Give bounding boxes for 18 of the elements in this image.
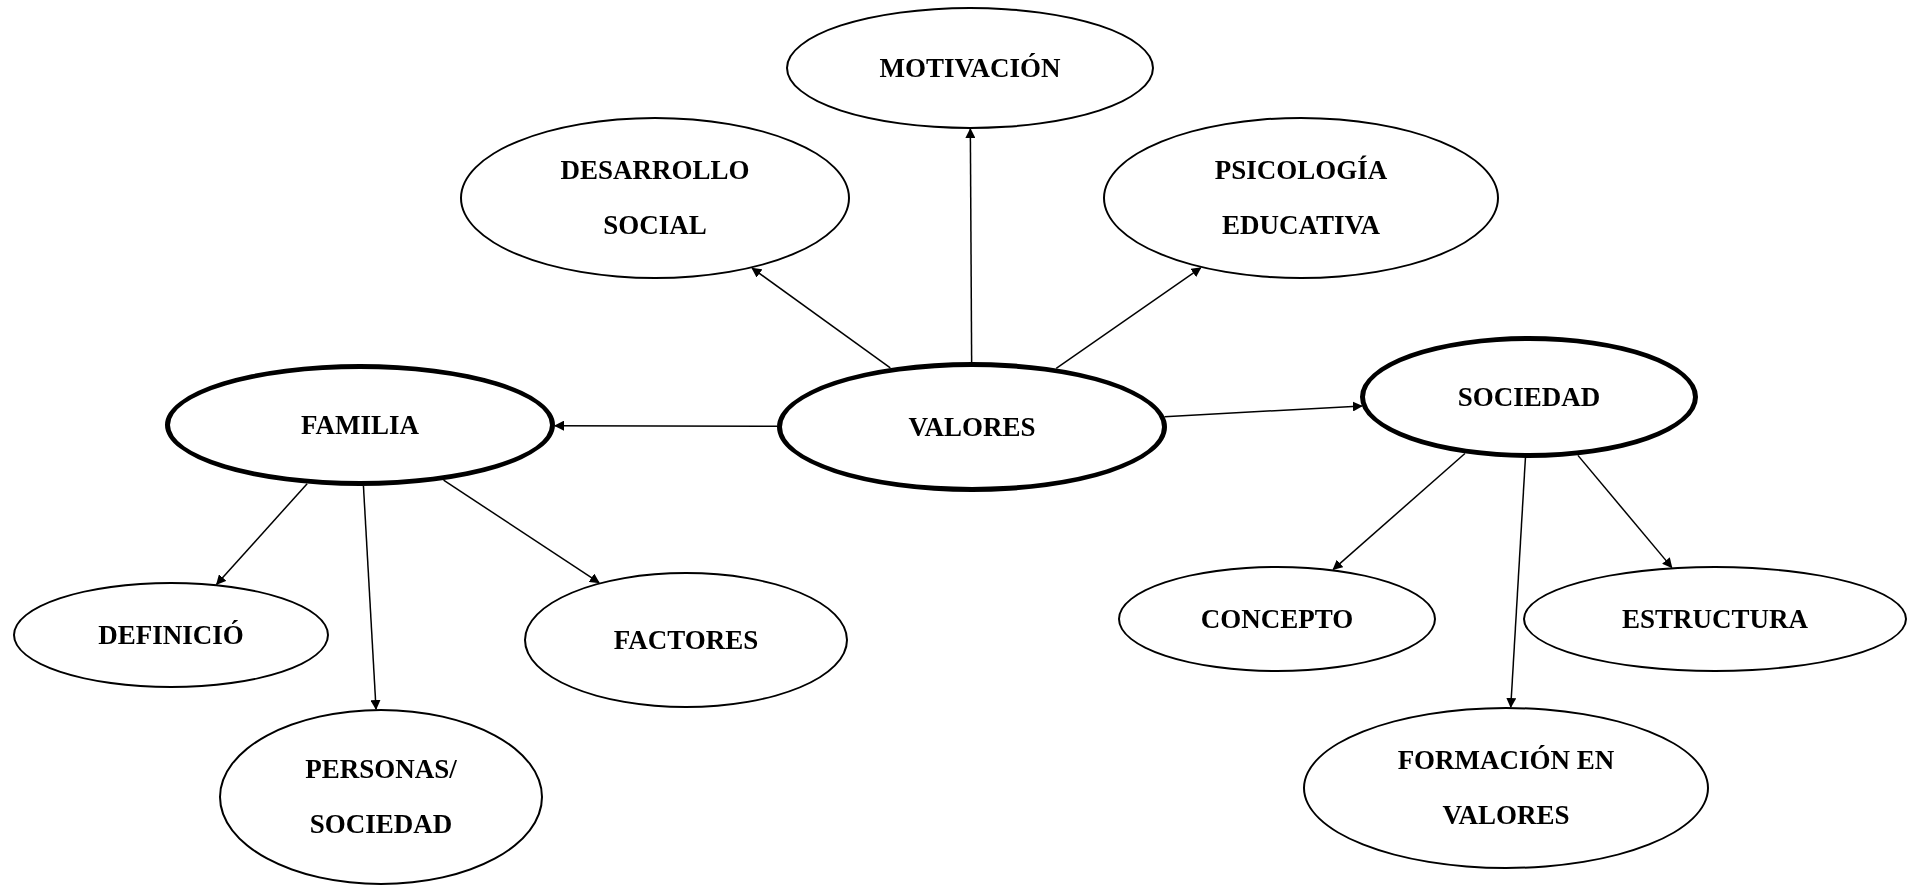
node-label: ESTRUCTURA xyxy=(1621,602,1808,636)
node-label: FAMILIA xyxy=(301,408,419,442)
node-label: DESARROLLO SOCIAL xyxy=(559,154,751,242)
arrow xyxy=(1506,457,1527,708)
arrow xyxy=(1055,267,1202,370)
node-label: FACTORES xyxy=(613,623,759,657)
node-label: PSICOLOGÍA EDUCATIVA xyxy=(1213,154,1389,242)
node-label: SOCIEDAD xyxy=(1457,380,1601,414)
node-label: DEFINICIÓ xyxy=(98,618,244,652)
arrow xyxy=(554,420,778,431)
node-label: PERSONAS/ SOCIEDAD xyxy=(304,753,458,841)
node-label: CONCEPTO xyxy=(1200,602,1354,636)
node-label: MOTIVACIÓN xyxy=(879,51,1061,85)
arrow xyxy=(965,128,976,363)
node-label: VALORES xyxy=(908,410,1036,444)
node-label: FORMACIÓN EN VALORES xyxy=(1396,744,1616,832)
arrow xyxy=(751,267,892,369)
arrow xyxy=(362,485,381,711)
